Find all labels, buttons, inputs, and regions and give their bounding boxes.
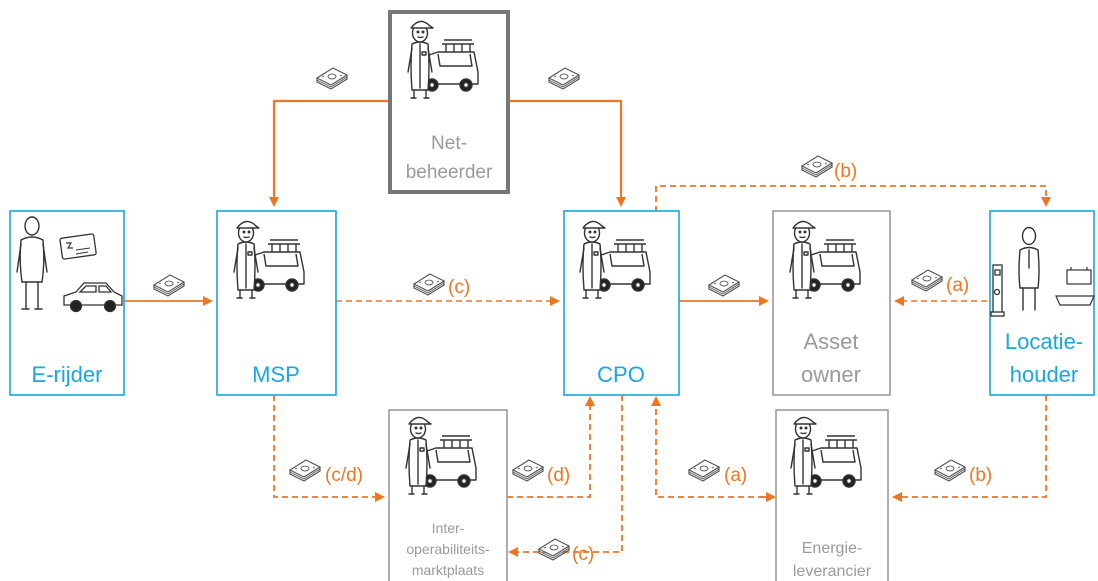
car-icon (63, 282, 123, 313)
charge-card-icon (59, 233, 97, 260)
flow-label-c-bottom: (c) (572, 544, 594, 565)
asset-label-1: Asset (803, 329, 858, 354)
flow-label-b-bottom: (b) (969, 465, 992, 486)
actor-netbeheerder: Net- beheerder (388, 10, 510, 194)
money-stack-icon (801, 155, 833, 178)
money-stack-icon (911, 269, 943, 292)
flow-netbeheerder-msp (269, 99, 390, 207)
flow-label-d: (d) (547, 465, 570, 486)
actor-msp: MSP (216, 210, 337, 396)
money-stack-icon (934, 459, 966, 482)
money-stack-icon (512, 459, 544, 482)
flow-interop-cpo (507, 396, 595, 498)
flow-msp-interop (273, 395, 385, 502)
flow-label-a-bottom: (a) (724, 465, 747, 486)
locatie-label-2: houder (1010, 362, 1079, 387)
locatie-label-1: Locatie- (1005, 329, 1083, 354)
msp-label: MSP (252, 362, 300, 387)
charging-pole-icon (990, 264, 1005, 317)
money-stack-icon (413, 273, 445, 296)
erijder-label: E-rijder (32, 362, 103, 387)
energie-label-2: leverancier (793, 563, 872, 580)
battery-icon (1055, 267, 1095, 306)
asset-label-2: owner (801, 362, 861, 387)
flow-label-cd: (c/d) (325, 465, 363, 486)
netbeheerder-label-2: beheerder (406, 162, 493, 183)
energie-label-1: Energie- (802, 540, 862, 557)
flow-locatie-energie (892, 395, 1047, 502)
person-icon (16, 216, 48, 310)
actor-energieleverancier: Energie- leverancier (775, 409, 889, 581)
flow-label-a-mid: (a) (946, 275, 969, 296)
money-stack-icon (153, 274, 185, 297)
interop-label-1: Inter- (432, 520, 465, 536)
actor-asset-owner: Asset owner (772, 210, 891, 396)
flow-label-b-top: (b) (834, 161, 857, 182)
cpo-label: CPO (597, 362, 645, 387)
flow-label-c-mid: (c) (448, 277, 470, 298)
netbeheerder-label-1: Net- (431, 133, 467, 154)
actor-cpo: CPO (563, 210, 680, 396)
money-stack-icon (316, 67, 348, 90)
money-stack-icon (708, 274, 740, 297)
flow-energie-cpo (651, 396, 774, 498)
actor-e-rijder: E-rijder (9, 210, 125, 396)
actor-locatiehouder: Locatie- houder (989, 210, 1095, 396)
money-stack-icon (289, 459, 321, 482)
money-stack-icon (548, 67, 580, 90)
money-stack-icon (688, 459, 720, 482)
interop-label-3: marktplaats (412, 562, 484, 578)
person-icon (1018, 226, 1040, 311)
money-stack-icon (538, 538, 570, 561)
flow-netbeheerder-cpo (508, 99, 626, 207)
flow-cpo-locatie (655, 185, 1051, 212)
actor-interoperabiliteitsmarktplaats: Inter- operabiliteits- marktplaats (388, 409, 508, 581)
interop-label-2: operabiliteits- (406, 541, 490, 557)
